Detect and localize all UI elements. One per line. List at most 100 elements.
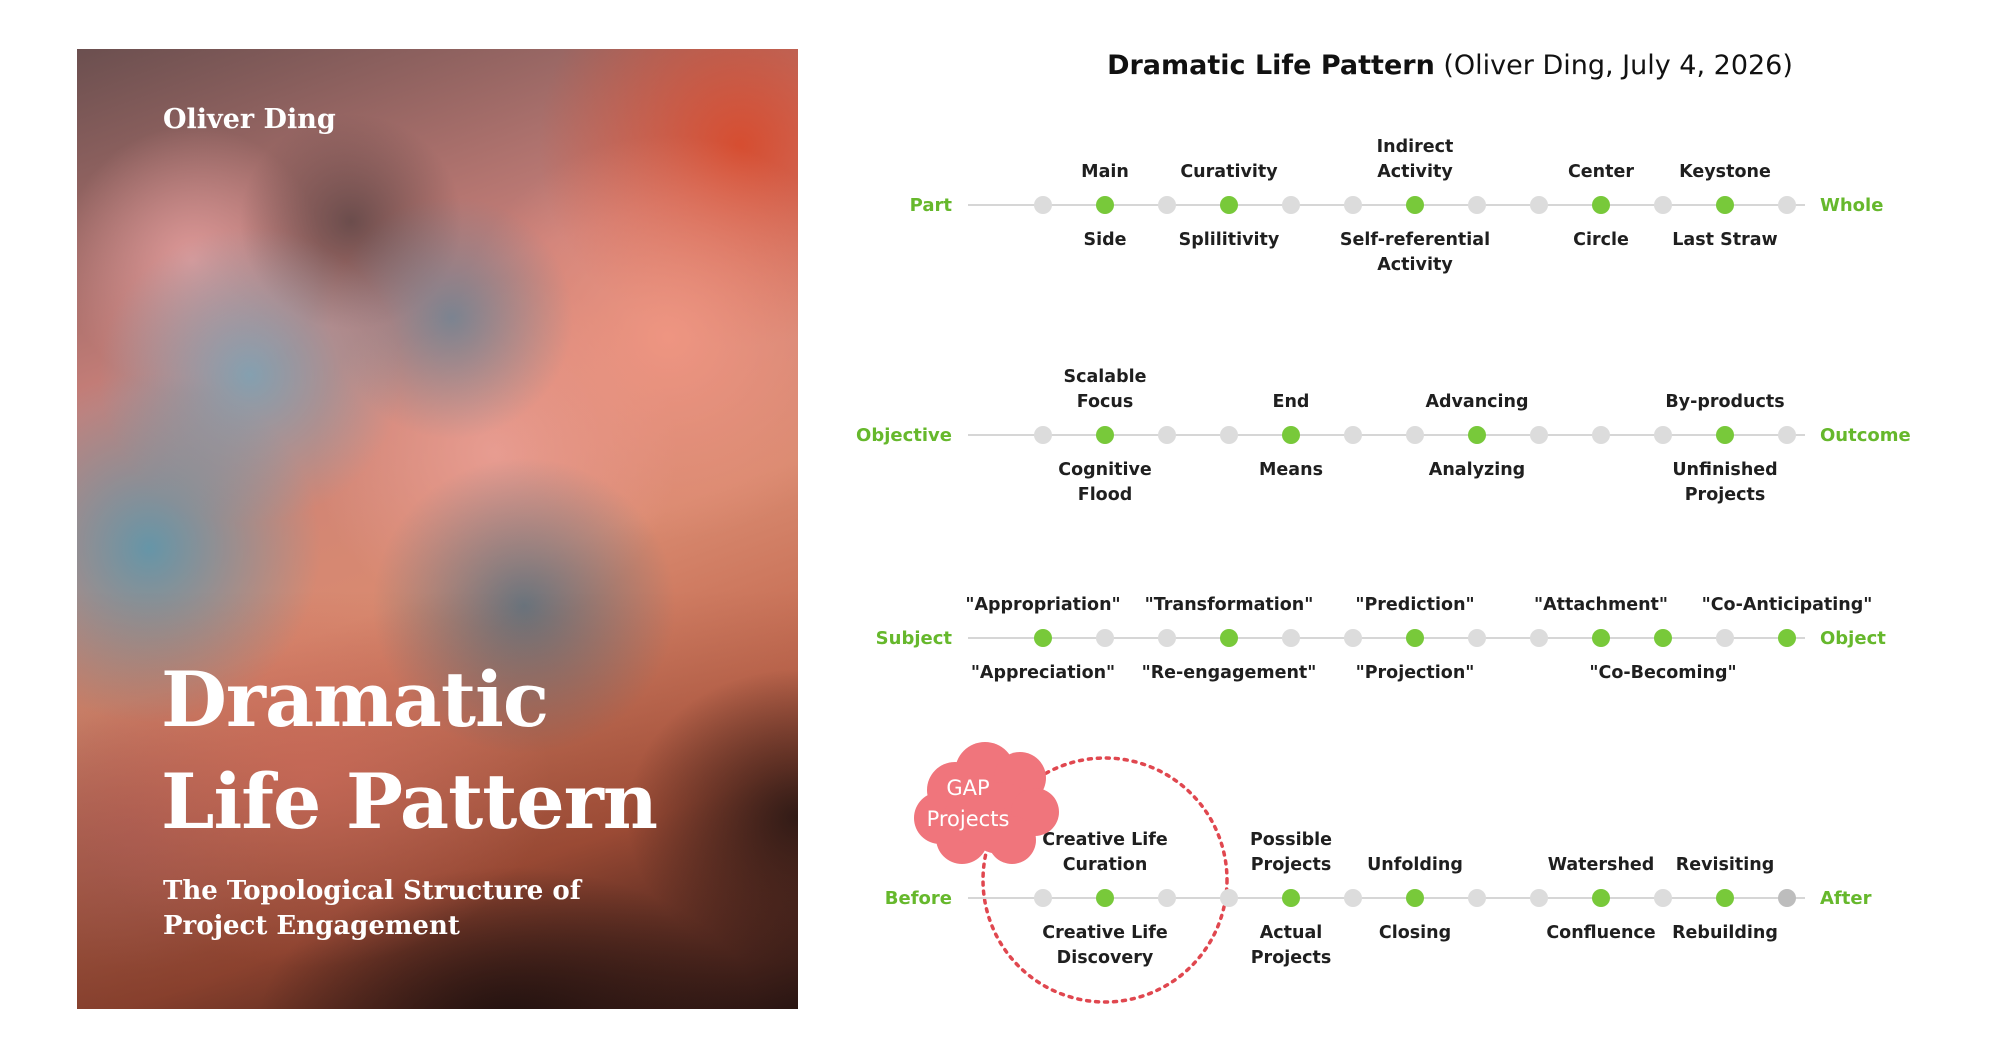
- marker-dot: [1220, 889, 1238, 907]
- marker-dot: [1530, 426, 1548, 444]
- label-below: "Appreciation": [971, 663, 1115, 683]
- label-below: Confluence: [1546, 923, 1655, 943]
- label-below: Last Straw: [1672, 230, 1777, 250]
- label-above: "Attachment": [1534, 595, 1668, 615]
- label-below: Splilitivity: [1179, 230, 1280, 250]
- diagram-title-meta: (Oliver Ding, July 4, 2026): [1434, 50, 1793, 81]
- marker-dot: [1344, 196, 1362, 214]
- label-above: "Appropriation": [965, 595, 1120, 615]
- marker-dot: [1344, 629, 1362, 647]
- label-above: Projects: [1251, 855, 1332, 875]
- label-below: Analyzing: [1429, 460, 1525, 480]
- label-above: Possible: [1250, 830, 1332, 850]
- label-above: Creative Life: [1042, 830, 1168, 850]
- axis-start-label: Before: [885, 888, 952, 909]
- marker-dot-active: [1592, 196, 1610, 214]
- marker-dot-active: [1282, 426, 1300, 444]
- label-above: Revisiting: [1676, 855, 1775, 875]
- marker-dot: [1096, 629, 1114, 647]
- marker-dot: [1344, 889, 1362, 907]
- marker-dot-active: [1406, 889, 1424, 907]
- label-above: By-products: [1665, 392, 1784, 412]
- axis-end-label: Object: [1820, 628, 1886, 649]
- label-below: Circle: [1573, 230, 1629, 250]
- marker-dot: [1654, 889, 1672, 907]
- marker-dot-active: [1716, 196, 1734, 214]
- marker-dot: [1530, 629, 1548, 647]
- label-above: Keystone: [1679, 162, 1771, 182]
- label-above: Advancing: [1425, 392, 1528, 412]
- marker-dot: [1344, 426, 1362, 444]
- label-above: End: [1273, 392, 1310, 412]
- marker-dot-active: [1716, 426, 1734, 444]
- label-below: Flood: [1078, 485, 1133, 505]
- marker-dot: [1158, 196, 1176, 214]
- marker-dot-active: [1716, 889, 1734, 907]
- label-below: "Re-engagement": [1142, 663, 1317, 683]
- axis-start-label: Objective: [856, 425, 952, 446]
- marker-dot-active: [1406, 629, 1424, 647]
- marker-dot-active: [1592, 629, 1610, 647]
- label-below: Unfinished: [1672, 460, 1777, 480]
- label-above: Center: [1568, 162, 1634, 182]
- axis-end-label: Whole: [1820, 195, 1883, 216]
- label-above: "Co-Anticipating": [1702, 595, 1873, 615]
- marker-dot-active: [1406, 196, 1424, 214]
- marker-dot: [1220, 426, 1238, 444]
- label-below: "Projection": [1356, 663, 1475, 683]
- label-below: Means: [1259, 460, 1323, 480]
- marker-dot: [1282, 196, 1300, 214]
- label-below: Discovery: [1057, 948, 1154, 968]
- marker-dot-active: [1034, 629, 1052, 647]
- marker-dot: [1158, 889, 1176, 907]
- marker-dot-active: [1592, 889, 1610, 907]
- diagram-title-main: Dramatic Life Pattern: [1107, 50, 1435, 81]
- book-cover: Oliver Ding Dramatic Life Pattern The To…: [77, 49, 798, 1009]
- cover-title-line-2: Life Pattern: [161, 757, 658, 846]
- cover-title: Dramatic Life Pattern: [161, 649, 658, 853]
- gap-projects-cloud: GAP Projects: [914, 742, 1059, 864]
- label-below: Creative Life: [1042, 923, 1168, 943]
- marker-dot: [1468, 629, 1486, 647]
- label-below: Actual: [1260, 923, 1323, 943]
- marker-dot-active: [1096, 889, 1114, 907]
- marker-dot: [1654, 196, 1672, 214]
- cover-title-line-1: Dramatic: [161, 655, 549, 744]
- marker-dot-active: [1654, 629, 1672, 647]
- label-above: Curation: [1063, 855, 1148, 875]
- label-below: Closing: [1379, 923, 1451, 943]
- marker-dot: [1716, 629, 1734, 647]
- label-above: "Transformation": [1145, 595, 1314, 615]
- label-below: Side: [1084, 230, 1127, 250]
- marker-dot: [1282, 629, 1300, 647]
- marker-dot: [1158, 629, 1176, 647]
- label-above: Curativity: [1180, 162, 1278, 182]
- cloud-puff: [945, 785, 1005, 845]
- gap-ring: [981, 756, 1229, 1004]
- marker-dot: [1034, 196, 1052, 214]
- cover-subtitle-line-1: The Topological Structure of: [163, 876, 581, 906]
- gap-label-line-1: GAP: [946, 776, 989, 800]
- marker-dot-active: [1096, 196, 1114, 214]
- cover-author: Oliver Ding: [163, 104, 336, 135]
- label-below: Activity: [1377, 255, 1453, 275]
- label-above: Indirect: [1377, 137, 1454, 157]
- marker-dot: [1778, 889, 1796, 907]
- marker-dot: [1034, 889, 1052, 907]
- marker-dot-active: [1468, 426, 1486, 444]
- marker-dot-active: [1220, 629, 1238, 647]
- marker-dot-active: [1096, 426, 1114, 444]
- label-below: Projects: [1685, 485, 1766, 505]
- marker-dot-active: [1778, 629, 1796, 647]
- label-above: Activity: [1377, 162, 1453, 182]
- label-below: Projects: [1251, 948, 1332, 968]
- marker-dot: [1468, 196, 1486, 214]
- marker-dot-active: [1282, 889, 1300, 907]
- marker-dot: [1654, 426, 1672, 444]
- gap-label-line-2: Projects: [927, 807, 1010, 831]
- label-below: Self-referential: [1340, 230, 1490, 250]
